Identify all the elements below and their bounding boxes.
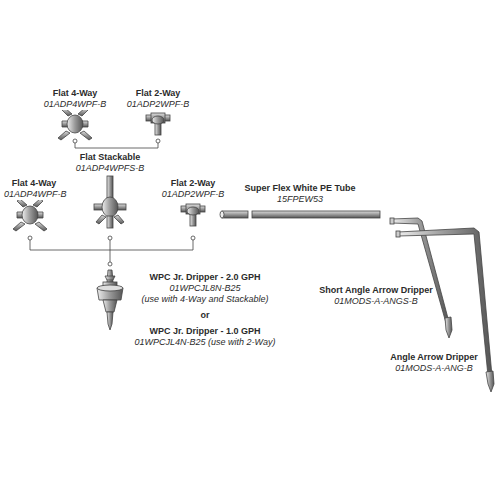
usage-note: (use with 4-Way and Stackable) xyxy=(141,294,270,305)
flat-4-way-fitting xyxy=(13,199,47,231)
flat-4-way-fitting xyxy=(58,108,92,140)
flat-stackable-fitting xyxy=(94,176,126,228)
part-name: Flat 4-Way xyxy=(11,178,58,189)
flat-2-way-fitting xyxy=(181,204,205,226)
part-number: 01ADP4WPF-B xyxy=(3,189,68,200)
part-number: 01MODS-A-ANG-B xyxy=(394,363,474,374)
part-name: Super Flex White PE Tube xyxy=(244,183,357,194)
part-number: 01ADP2WPF-B xyxy=(161,189,226,200)
flat-2-way-fitting xyxy=(146,113,170,135)
bracket-line xyxy=(73,139,160,148)
part-name: Short Angle Arrow Dripper xyxy=(318,285,433,296)
part-number: 01ADP2WPF-B xyxy=(126,99,191,110)
part-name: WPC Jr. Dripper - 2.0 GPH xyxy=(148,272,261,283)
part-name: WPC Jr. Dripper - 1.0 GPH xyxy=(148,326,261,337)
part-number: 01WPCJL4N-B25 (use with 2-Way) xyxy=(134,337,277,348)
part-number: 01ADP4WPF-B xyxy=(43,99,108,110)
part-number: 01ADP4WPFS-B xyxy=(75,163,146,174)
part-name: Flat 2-Way xyxy=(135,88,182,99)
part-name: Flat 4-Way xyxy=(52,88,99,99)
part-number: 01WPCJL8N-B25 xyxy=(168,283,241,294)
part-number: 15FPEW53 xyxy=(276,194,324,205)
part-name: Flat Stackable xyxy=(79,152,142,163)
part-name: Angle Arrow Dripper xyxy=(389,352,479,363)
part-number: 01MODS-A-ANGS-B xyxy=(333,296,419,307)
part-name: Flat 2-Way xyxy=(170,178,217,189)
or-note: or xyxy=(200,310,211,321)
pe-tube xyxy=(220,211,380,218)
short-angle-arrow-dripper xyxy=(390,218,452,338)
wpc-jr-dripper xyxy=(97,270,123,330)
bracket-line xyxy=(28,236,195,266)
